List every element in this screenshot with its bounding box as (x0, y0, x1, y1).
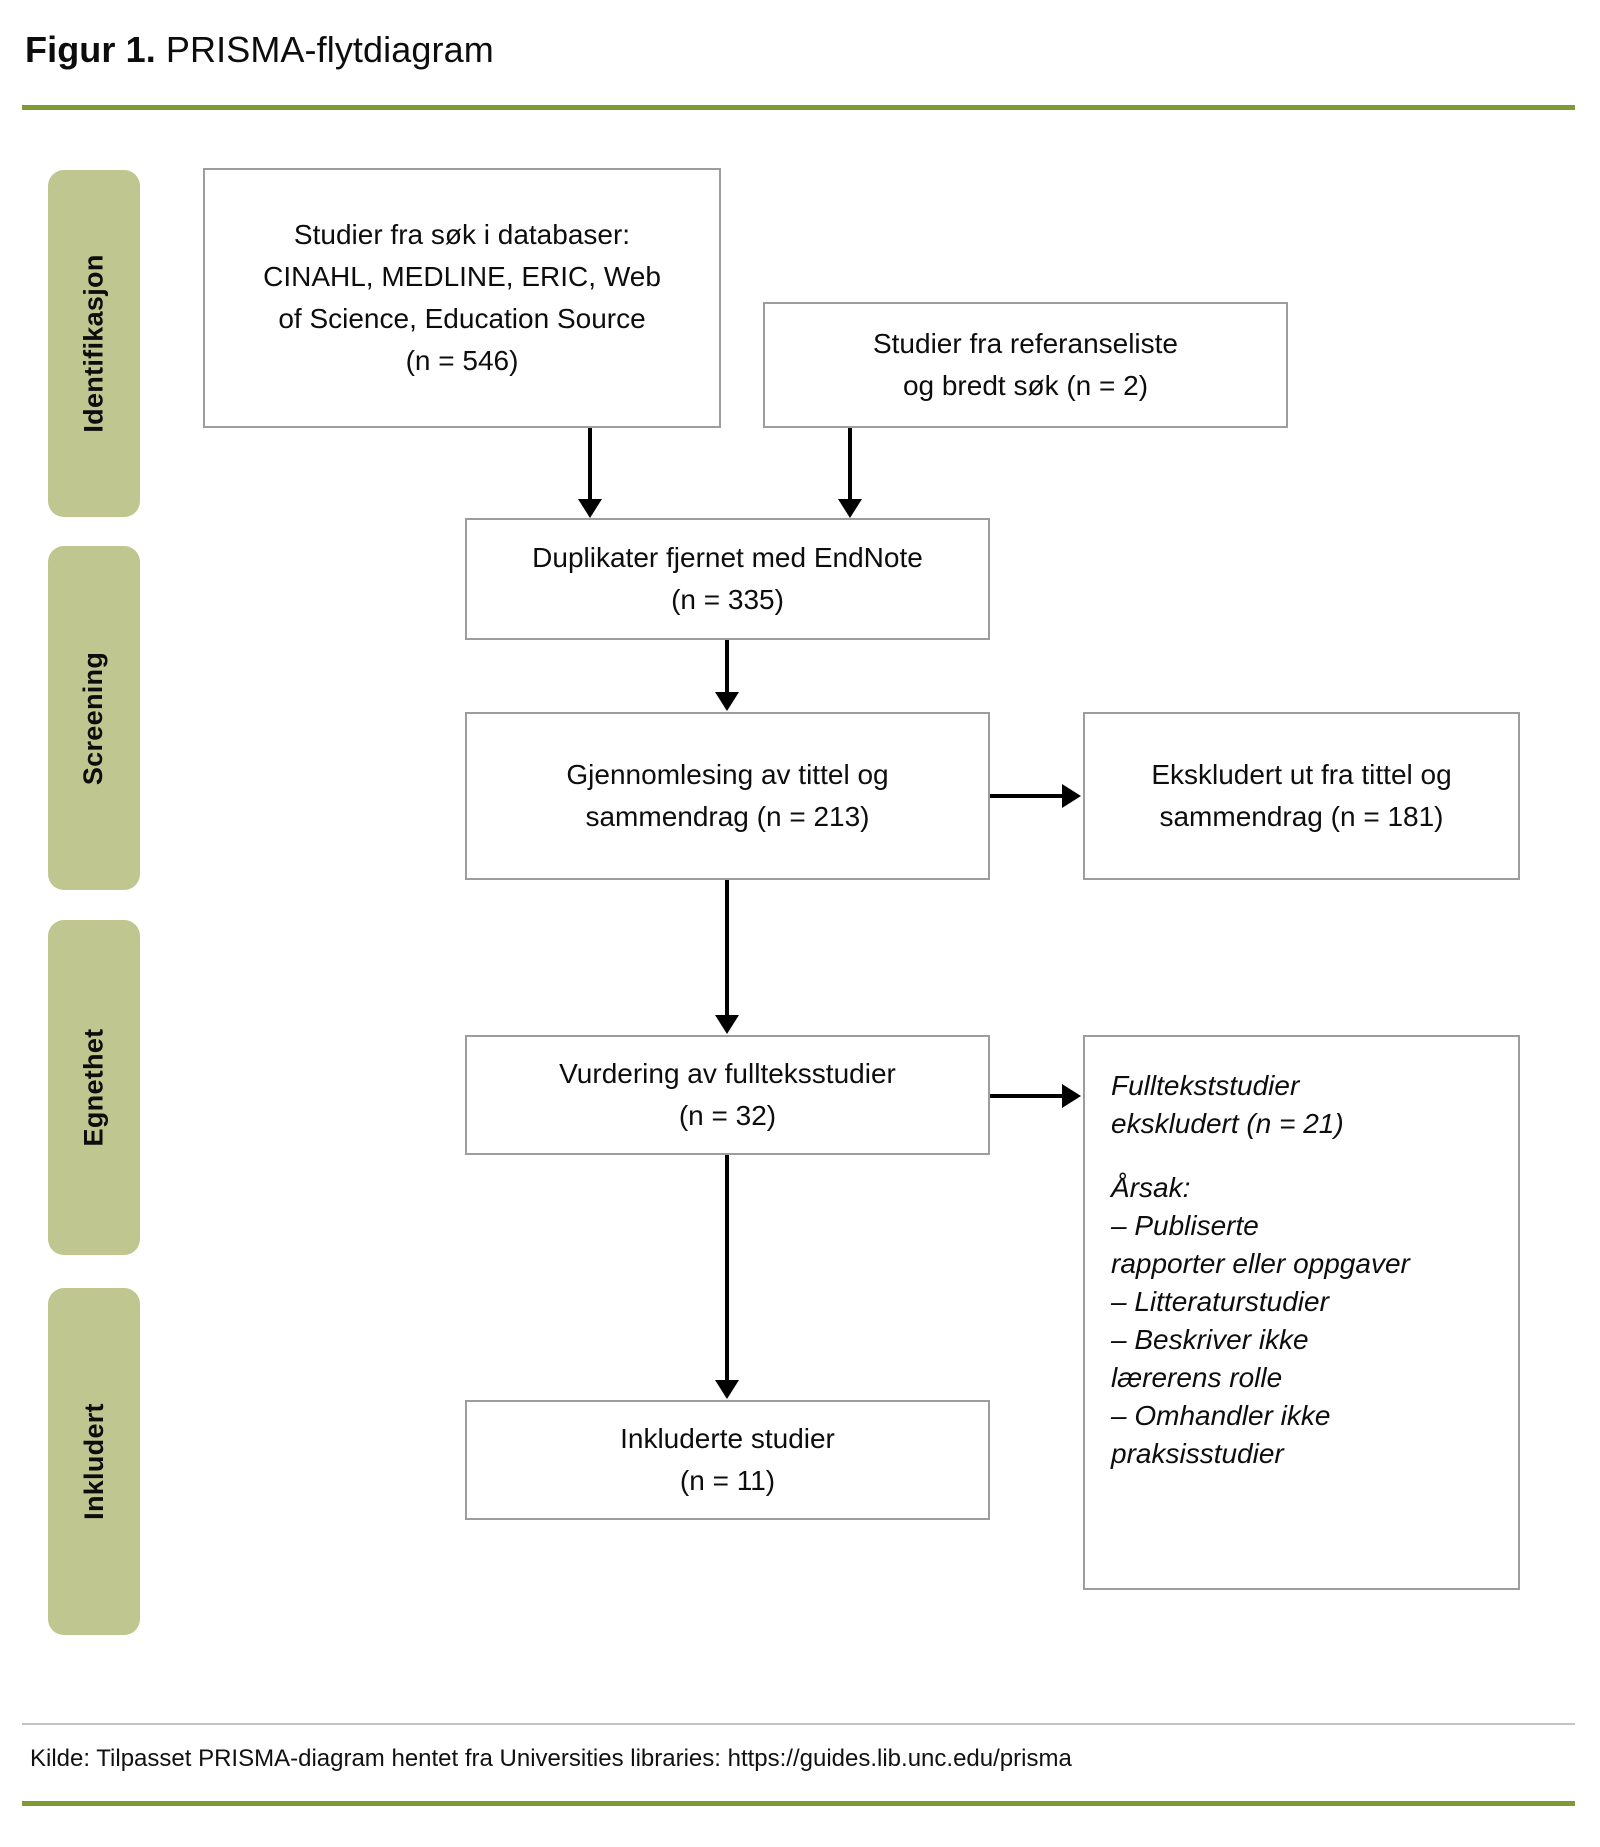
node-other-sources: Studier fra referanseliste og bredt søk … (763, 302, 1288, 428)
node-line: Fulltekststudier (1111, 1070, 1300, 1101)
connector-fulltext-to-excluded (990, 1094, 1063, 1098)
node-count: (n = 32) (678, 1100, 777, 1131)
node-line: Studier fra referanseliste (872, 328, 1179, 359)
node-fulltext-excluded: Fulltekststudier ekskludert (n = 21) Års… (1083, 1035, 1520, 1590)
reason-item: lærerens rolle (1111, 1362, 1283, 1393)
arrowhead-right-icon (1062, 784, 1081, 808)
node-count: ekskludert (n = 21) (1111, 1108, 1344, 1139)
connector-other-to-duplicates (848, 428, 852, 500)
reason-item: rapporter eller oppgaver (1111, 1248, 1410, 1279)
node-fulltext-assessed: Vurdering av fullteksstudier (n = 32) (465, 1035, 990, 1155)
reasons-heading: Årsak: (1111, 1172, 1191, 1203)
figure-label: Figur 1. (25, 29, 156, 70)
arrowhead-down-icon (715, 692, 739, 711)
node-line: Studier fra søk i databaser: (293, 219, 631, 250)
stage-tab-inkludert: Inkludert (48, 1288, 140, 1635)
connector-screened-to-fulltext (725, 880, 729, 1016)
node-database-search: Studier fra søk i databaser: CINAHL, MED… (203, 168, 721, 428)
node-count: sammendrag (n = 213) (585, 801, 870, 832)
arrowhead-down-icon (715, 1380, 739, 1399)
node-screened: Gjennomlesing av tittel og sammendrag (n… (465, 712, 990, 880)
reason-item: – Beskriver ikke (1111, 1324, 1309, 1355)
reason-item: – Litteraturstudier (1111, 1286, 1329, 1317)
node-line: of Science, Education Source (278, 303, 646, 334)
reason-item: – Omhandler ikke (1111, 1400, 1331, 1431)
spacer (1111, 1143, 1496, 1169)
node-line: Gjennomlesing av tittel og (566, 759, 889, 790)
arrowhead-right-icon (1062, 1084, 1081, 1108)
node-duplicates-removed: Duplikater fjernet med EndNote (n = 335) (465, 518, 990, 640)
node-count: sammendrag (n = 181) (1159, 801, 1444, 832)
header-divider (22, 105, 1575, 110)
arrowhead-down-icon (715, 1015, 739, 1034)
connector-screened-to-excluded (990, 794, 1063, 798)
stage-tab-egnethet: Egnethet (48, 920, 140, 1255)
source-note: Kilde: Tilpasset PRISMA-diagram hentet f… (30, 1745, 1072, 1772)
stage-tab-label: Screening (78, 651, 109, 785)
node-count: og bredt søk (n = 2) (902, 370, 1149, 401)
stage-tab-label: Egnethet (78, 1028, 109, 1147)
reason-item: – Publiserte (1111, 1210, 1259, 1241)
node-included-studies: Inkluderte studier (n = 11) (465, 1400, 990, 1520)
reason-item: praksisstudier (1111, 1438, 1284, 1469)
connector-db-to-duplicates (588, 428, 592, 500)
node-count: (n = 546) (405, 345, 519, 376)
footer-divider-accent (22, 1801, 1575, 1806)
node-line: CINAHL, MEDLINE, ERIC, Web (263, 261, 661, 292)
connector-duplicates-to-screened (725, 640, 729, 693)
stage-tab-label: Identifikasjon (78, 254, 109, 433)
node-count: (n = 11) (679, 1465, 776, 1496)
node-line: Duplikater fjernet med EndNote (532, 542, 923, 573)
stage-tab-identifikasjon: Identifikasjon (48, 170, 140, 517)
page-title: Figur 1. PRISMA-flytdiagram (25, 28, 494, 72)
arrowhead-down-icon (578, 499, 602, 518)
footer-divider-thin (22, 1723, 1575, 1725)
arrowhead-down-icon (838, 499, 862, 518)
node-line: Vurdering av fullteksstudier (559, 1058, 896, 1089)
node-excluded-title-abstract: Ekskludert ut fra tittel og sammendrag (… (1083, 712, 1520, 880)
stage-tab-screening: Screening (48, 546, 140, 890)
figure-title-text: PRISMA-flytdiagram (165, 29, 494, 70)
stage-tab-label: Inkludert (78, 1403, 109, 1520)
node-count: (n = 335) (671, 584, 784, 615)
node-line: Ekskludert ut fra tittel og (1151, 759, 1452, 790)
node-line: Inkluderte studier (620, 1423, 835, 1454)
connector-fulltext-to-included (725, 1155, 729, 1381)
